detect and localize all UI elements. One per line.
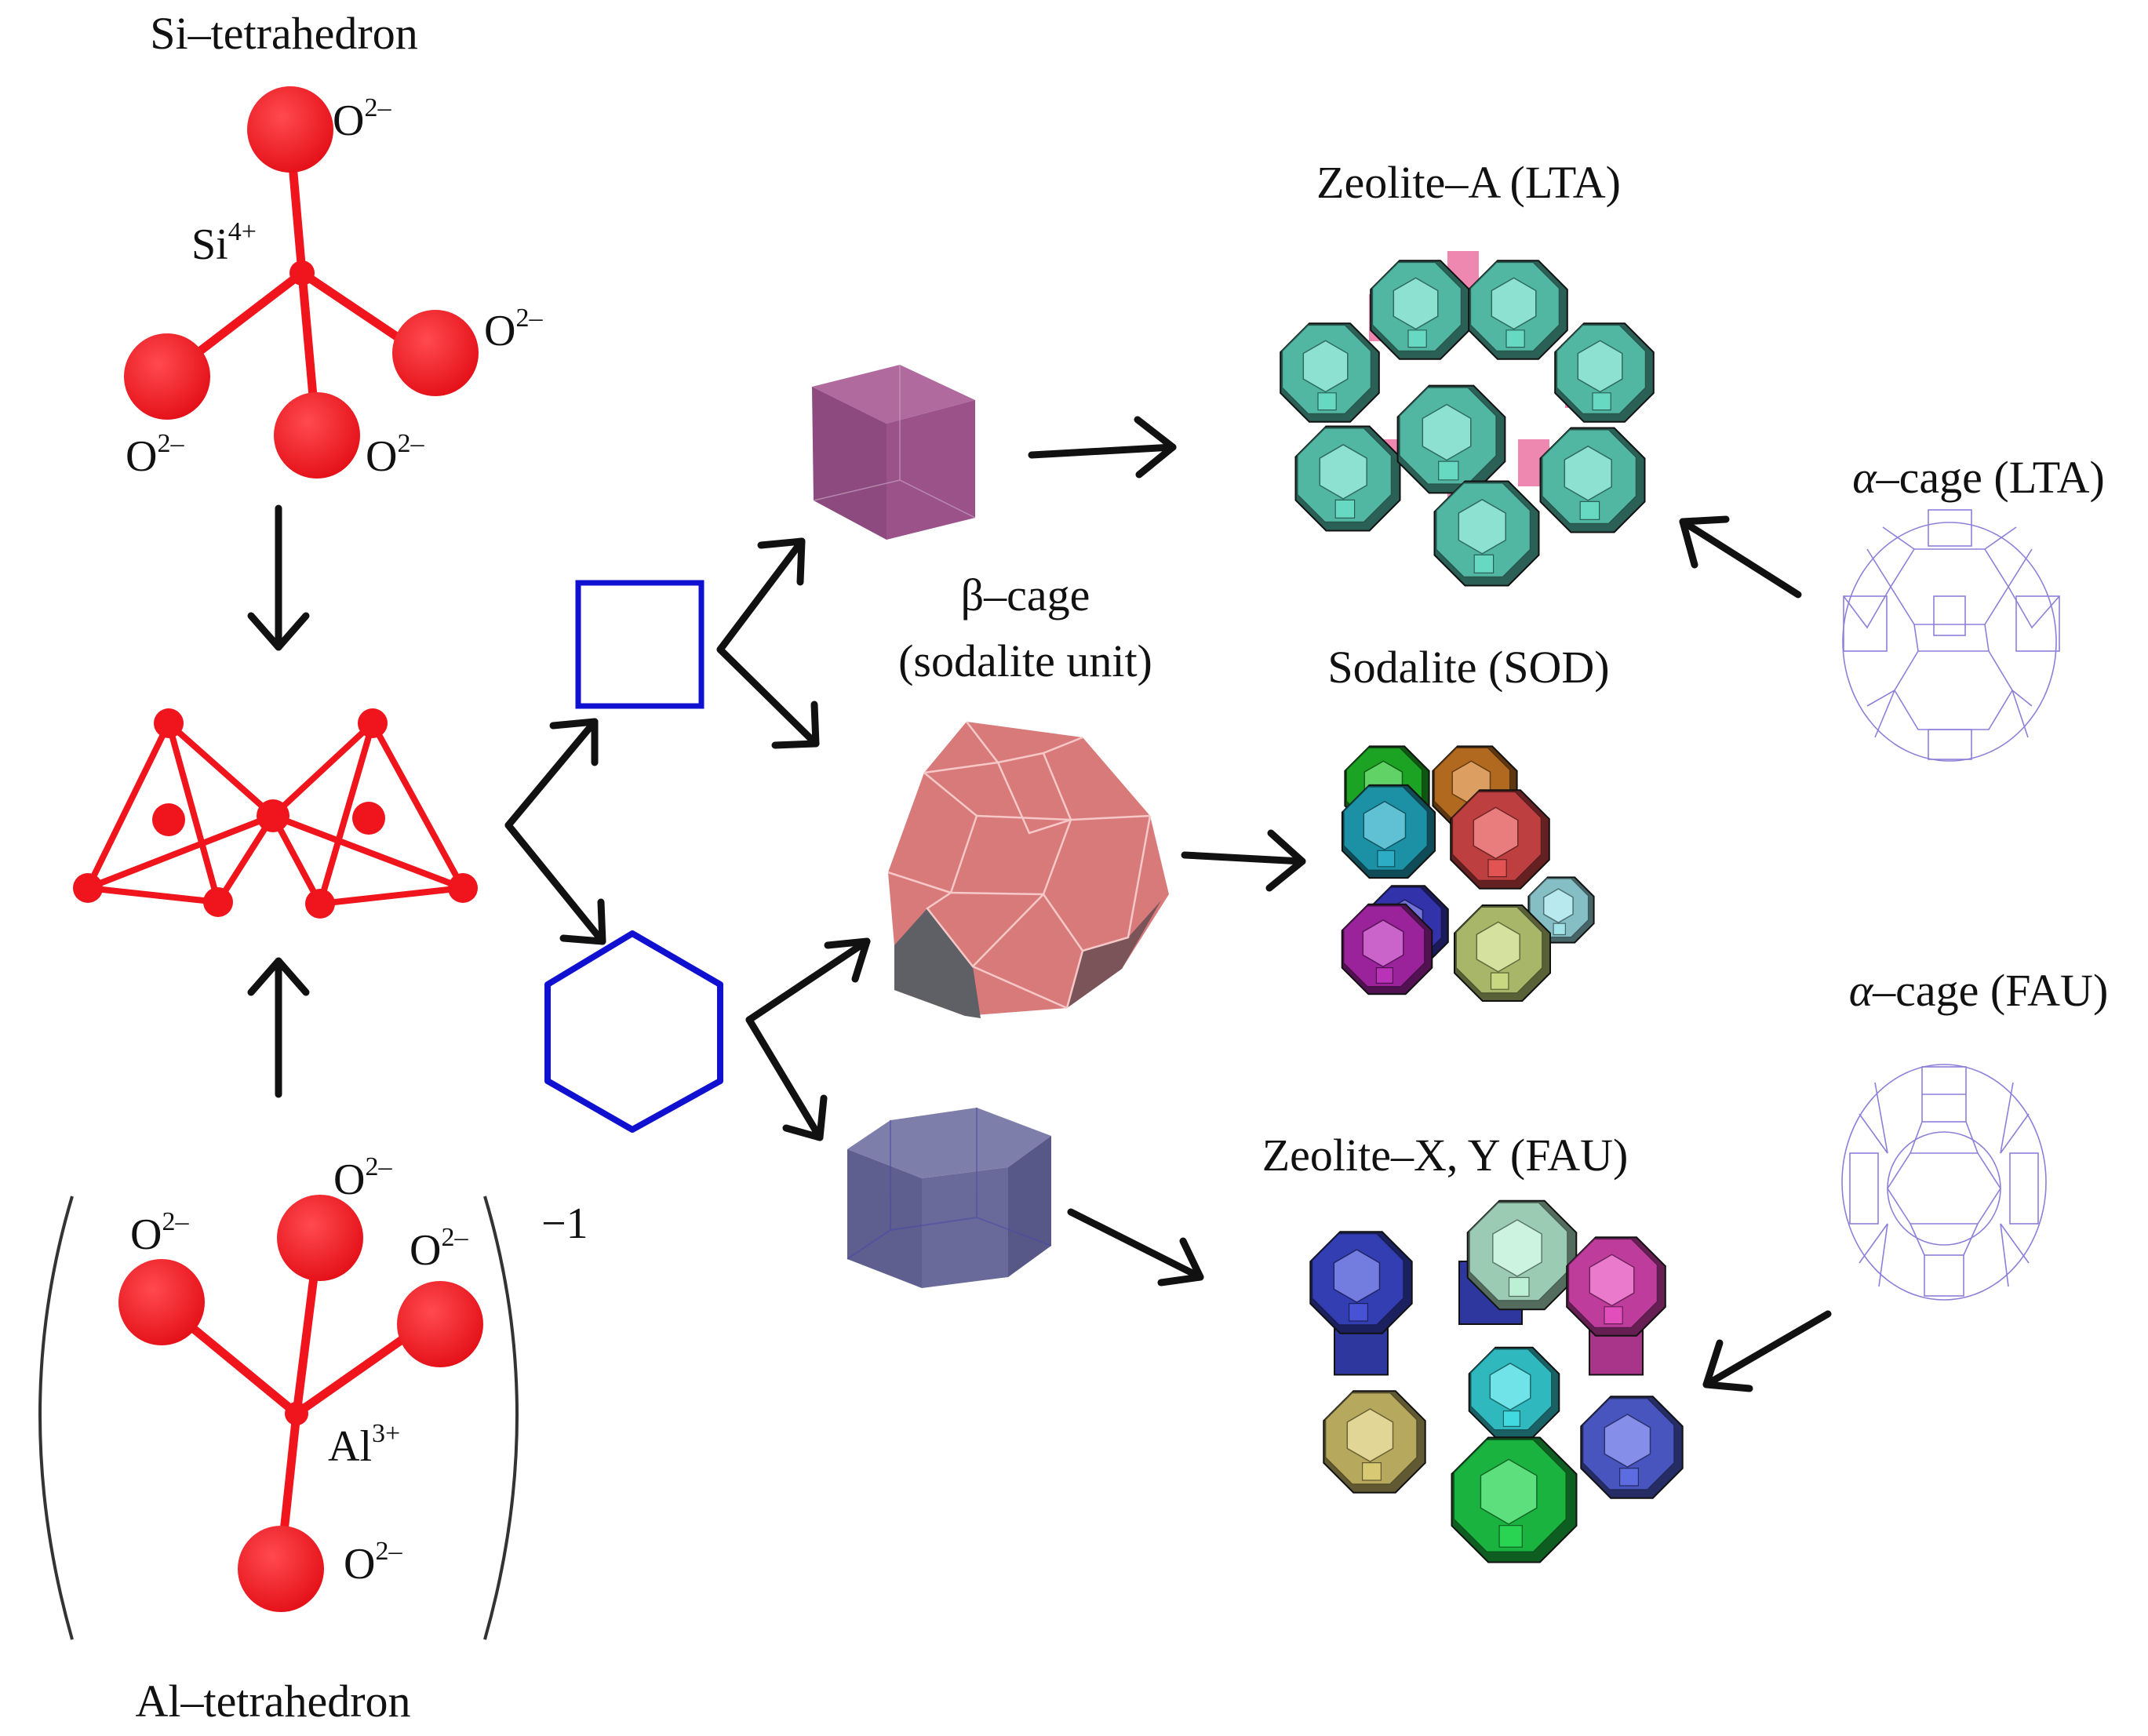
zeolite-a-label: Zeolite–A (LTA) — [1316, 157, 1621, 208]
arrow-al-to-linked — [247, 957, 310, 1098]
al-tetrahedron: −1 O2– O2– O2– Al3+ O2– — [38, 1152, 588, 1640]
sodalite-unit-label: (sodalite unit) — [898, 635, 1152, 686]
alpha-cage-fau-label: α–cage (FAU) — [1849, 965, 2109, 1016]
oxygen-atom — [118, 1259, 205, 1345]
si-tetrahedron-label: Si–tetrahedron — [150, 8, 417, 59]
sod-cage — [1341, 903, 1433, 995]
alpha-cage-fau-wireframe — [1841, 1064, 2047, 1301]
fau-cage — [1580, 1396, 1684, 1499]
oxygen-atom — [397, 1281, 483, 1367]
beta-cage-polyhedron — [887, 721, 1169, 1018]
sod-cage — [1527, 876, 1595, 944]
arrow-square-to-beta-cage — [716, 646, 820, 749]
al-tetrahedron-label: Al–tetrahedron — [135, 1676, 410, 1727]
oxygen-ion-label: O2– — [366, 429, 424, 481]
oxygen-ion-label: O2– — [126, 429, 184, 481]
oxygen-ion-label: O2– — [333, 1152, 392, 1204]
sodalite-structure — [1341, 745, 1595, 1002]
lta-cage — [1280, 322, 1380, 423]
fau-cage — [1323, 1390, 1426, 1494]
oxygen-ion-label: O2– — [333, 93, 391, 145]
lta-cage — [1554, 322, 1655, 423]
oxygen-atom — [274, 392, 360, 479]
sod-cage — [1450, 789, 1550, 890]
oxygen-ion-label: O2– — [130, 1207, 189, 1259]
double-four-ring-cube — [812, 365, 976, 540]
aluminium-ion-label: Al3+ — [328, 1419, 400, 1471]
double-six-ring-prism — [846, 1108, 1052, 1288]
si-tetrahedron: O2– Si4+ O2– O2– O2– — [124, 86, 543, 481]
oxygen-atom — [238, 1526, 324, 1612]
fau-cage — [1451, 1436, 1578, 1563]
six-ring-hexagon — [544, 930, 723, 1133]
oxygen-atom — [392, 310, 479, 396]
arrow-prism-to-fau — [1067, 1208, 1204, 1287]
right-bracket — [483, 1196, 519, 1640]
lta-cage — [1539, 427, 1646, 533]
arrow-fork-to-square — [504, 718, 599, 829]
silicon-atom — [289, 260, 315, 286]
lta-cage — [1370, 260, 1470, 360]
fau-cage — [1468, 1346, 1560, 1439]
oxygen-ion-label: O2– — [344, 1537, 402, 1589]
arrow-beta-cage-to-sod — [1181, 829, 1306, 892]
oxygen-atom — [247, 86, 333, 173]
arrow-alpha-fau-to-fau — [1702, 1310, 1832, 1392]
four-ring-square — [575, 580, 704, 709]
arrow-cube-to-lta — [1028, 416, 1177, 479]
arrows — [247, 416, 1832, 1392]
sod-cage — [1454, 904, 1551, 1002]
silicon-ion-label: Si4+ — [191, 217, 257, 269]
alpha-cage-lta-label: α–cage (LTA) — [1852, 452, 2105, 503]
arrow-hexagon-to-beta-cage — [745, 937, 871, 1024]
arrow-si-to-linked — [247, 504, 310, 651]
bracket-charge-label: −1 — [541, 1199, 588, 1248]
lta-cage — [1433, 480, 1540, 587]
arrow-hexagon-to-prism — [745, 1016, 828, 1141]
alpha-cage-lta-wireframe — [1842, 509, 2060, 762]
zeolite-a-structure — [1280, 251, 1655, 587]
fau-cages — [1309, 1199, 1684, 1563]
sod-cage — [1341, 784, 1436, 879]
linked-tetrahedra — [73, 708, 478, 919]
oxygen-atom — [277, 1195, 363, 1281]
lta-sodalite-cages — [1280, 260, 1655, 587]
lta-cage — [1468, 260, 1568, 360]
sod-cages — [1341, 745, 1595, 1002]
aluminium-atom — [285, 1402, 308, 1425]
zeolite-xy-label: Zeolite–X, Y (FAU) — [1262, 1130, 1629, 1181]
oxygen-ion-label: O2– — [410, 1223, 468, 1275]
lta-cage — [1294, 425, 1401, 532]
oxygen-atom — [124, 333, 210, 420]
arrow-square-to-cube — [716, 537, 806, 653]
lta-cage — [1396, 384, 1506, 494]
fau-cage — [1466, 1199, 1578, 1311]
left-bracket — [38, 1196, 74, 1640]
fau-cage — [1566, 1236, 1666, 1337]
beta-cage-label: β–cage — [961, 570, 1090, 621]
sodalite-label: Sodalite (SOD) — [1327, 642, 1609, 693]
fau-cage — [1309, 1231, 1413, 1334]
arrow-fork-to-hexagon — [504, 821, 606, 945]
faujasite-structure — [1309, 1199, 1684, 1563]
arrow-alpha-lta-to-lta — [1679, 515, 1802, 599]
oxygen-ion-label: O2– — [484, 304, 543, 355]
